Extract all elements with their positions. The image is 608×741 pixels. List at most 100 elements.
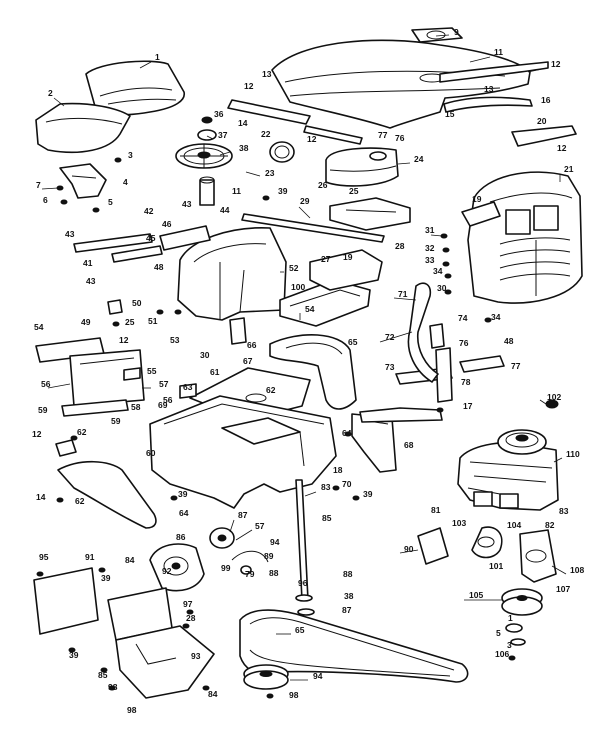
callout-number: 6 bbox=[43, 195, 48, 205]
callout-number: 1 bbox=[508, 613, 513, 623]
callout-number: 96 bbox=[298, 578, 308, 588]
callout-number: 63 bbox=[183, 382, 193, 392]
drive-belt-part bbox=[239, 609, 469, 690]
callout-number: 64 bbox=[342, 428, 352, 438]
dash-tower-part bbox=[159, 225, 287, 321]
callout-number: 26 bbox=[318, 180, 328, 190]
callout-number: 41 bbox=[83, 258, 93, 268]
callout-number: 98 bbox=[127, 705, 137, 715]
callout-number: 30 bbox=[200, 350, 210, 360]
callout-number: 17 bbox=[463, 401, 473, 411]
bracket-part bbox=[229, 317, 247, 345]
callout-number: 15 bbox=[445, 109, 455, 119]
callout-number: 49 bbox=[81, 317, 91, 327]
callout-number: 85 bbox=[98, 670, 108, 680]
callout-number: 77 bbox=[378, 130, 388, 140]
callout-number: 65 bbox=[295, 625, 305, 635]
callout-number: 106 bbox=[495, 649, 509, 659]
callout-number: 39 bbox=[278, 186, 288, 196]
callout-number: 12 bbox=[557, 143, 567, 153]
small-bracket-part bbox=[55, 439, 77, 457]
callout-number: 43 bbox=[182, 199, 192, 209]
callout-number: 108 bbox=[570, 565, 584, 575]
callout-number: 56 bbox=[41, 379, 51, 389]
callout-number: 54 bbox=[305, 304, 315, 314]
callout-number: 51 bbox=[148, 316, 158, 326]
callout-number: 91 bbox=[85, 552, 95, 562]
callout-number: 65 bbox=[348, 337, 358, 347]
callout-number: 39 bbox=[101, 573, 111, 583]
callout-number: 50 bbox=[132, 298, 142, 308]
callout-number: 46 bbox=[162, 219, 172, 229]
callout-number: 107 bbox=[556, 584, 570, 594]
callout-number: 88 bbox=[343, 569, 353, 579]
callout-number: 38 bbox=[344, 591, 354, 601]
callout-number: 59 bbox=[38, 405, 48, 415]
callout-number: 30 bbox=[437, 283, 447, 293]
callout-number: 74 bbox=[458, 313, 468, 323]
callout-number: 21 bbox=[564, 164, 574, 174]
steering-wheel-part bbox=[175, 116, 233, 206]
callout-number: 48 bbox=[154, 262, 164, 272]
callout-number: 32 bbox=[425, 243, 435, 253]
rod-part bbox=[73, 213, 385, 263]
rear-plate-part bbox=[33, 567, 215, 699]
callout-number: 43 bbox=[65, 229, 75, 239]
callout-number: 33 bbox=[425, 255, 435, 265]
callout-number: 34 bbox=[433, 266, 443, 276]
callout-number: 85 bbox=[322, 513, 332, 523]
callout-number: 94 bbox=[313, 671, 323, 681]
callout-number: 19 bbox=[472, 194, 482, 204]
callout-number: 87 bbox=[342, 605, 352, 615]
callout-number: 25 bbox=[349, 186, 359, 196]
callout-number: 39 bbox=[178, 489, 188, 499]
callout-number: 105 bbox=[469, 590, 483, 600]
seat-part bbox=[35, 60, 185, 154]
leader-lines bbox=[41, 34, 567, 681]
callout-number: 11 bbox=[494, 47, 503, 57]
callout-number: 93 bbox=[191, 651, 201, 661]
callout-number: 13 bbox=[262, 69, 272, 79]
callout-number: 5 bbox=[496, 628, 501, 638]
clamp-part bbox=[269, 141, 295, 163]
hardware-part bbox=[36, 157, 559, 699]
callout-number: 66 bbox=[247, 340, 257, 350]
seat-bracket-part bbox=[59, 163, 107, 199]
callout-number: 28 bbox=[186, 613, 196, 623]
callout-number: 88 bbox=[269, 568, 279, 578]
rear-fender-part bbox=[57, 460, 157, 529]
callout-number: 95 bbox=[39, 552, 49, 562]
callout-number: 52 bbox=[289, 263, 299, 273]
callout-number: 5 bbox=[108, 197, 113, 207]
callout-number: 39 bbox=[363, 489, 373, 499]
callout-number: 81 bbox=[431, 505, 441, 515]
fuel-tank-part bbox=[325, 147, 399, 187]
callout-number: 7 bbox=[36, 180, 41, 190]
callout-number: 36 bbox=[214, 109, 224, 119]
callout-number: 79 bbox=[245, 569, 255, 579]
callout-number: 60 bbox=[146, 448, 156, 458]
callout-number: 86 bbox=[176, 532, 186, 542]
callout-number: 42 bbox=[144, 206, 154, 216]
callout-number: 84 bbox=[208, 689, 218, 699]
engine-bracket-part bbox=[417, 527, 449, 565]
lift-rod-part bbox=[295, 479, 315, 616]
battery-tray-part bbox=[35, 249, 383, 417]
callout-number: 73 bbox=[385, 362, 395, 372]
transmission-part bbox=[149, 543, 205, 592]
engine-part bbox=[457, 429, 559, 511]
callout-number: 84 bbox=[125, 555, 135, 565]
callout-number: 68 bbox=[404, 440, 414, 450]
callout-number: 55 bbox=[147, 366, 157, 376]
footrest-part bbox=[269, 334, 357, 410]
callout-number: 94 bbox=[270, 537, 280, 547]
callout-number: 83 bbox=[321, 482, 331, 492]
callout-number: 12 bbox=[119, 335, 129, 345]
callout-number: 38 bbox=[239, 143, 249, 153]
grille-part bbox=[467, 171, 583, 304]
callout-number: 101 bbox=[489, 561, 503, 571]
callout-number: 56 bbox=[163, 395, 173, 405]
hood-part bbox=[271, 27, 549, 129]
grille-mount-part bbox=[461, 201, 501, 227]
